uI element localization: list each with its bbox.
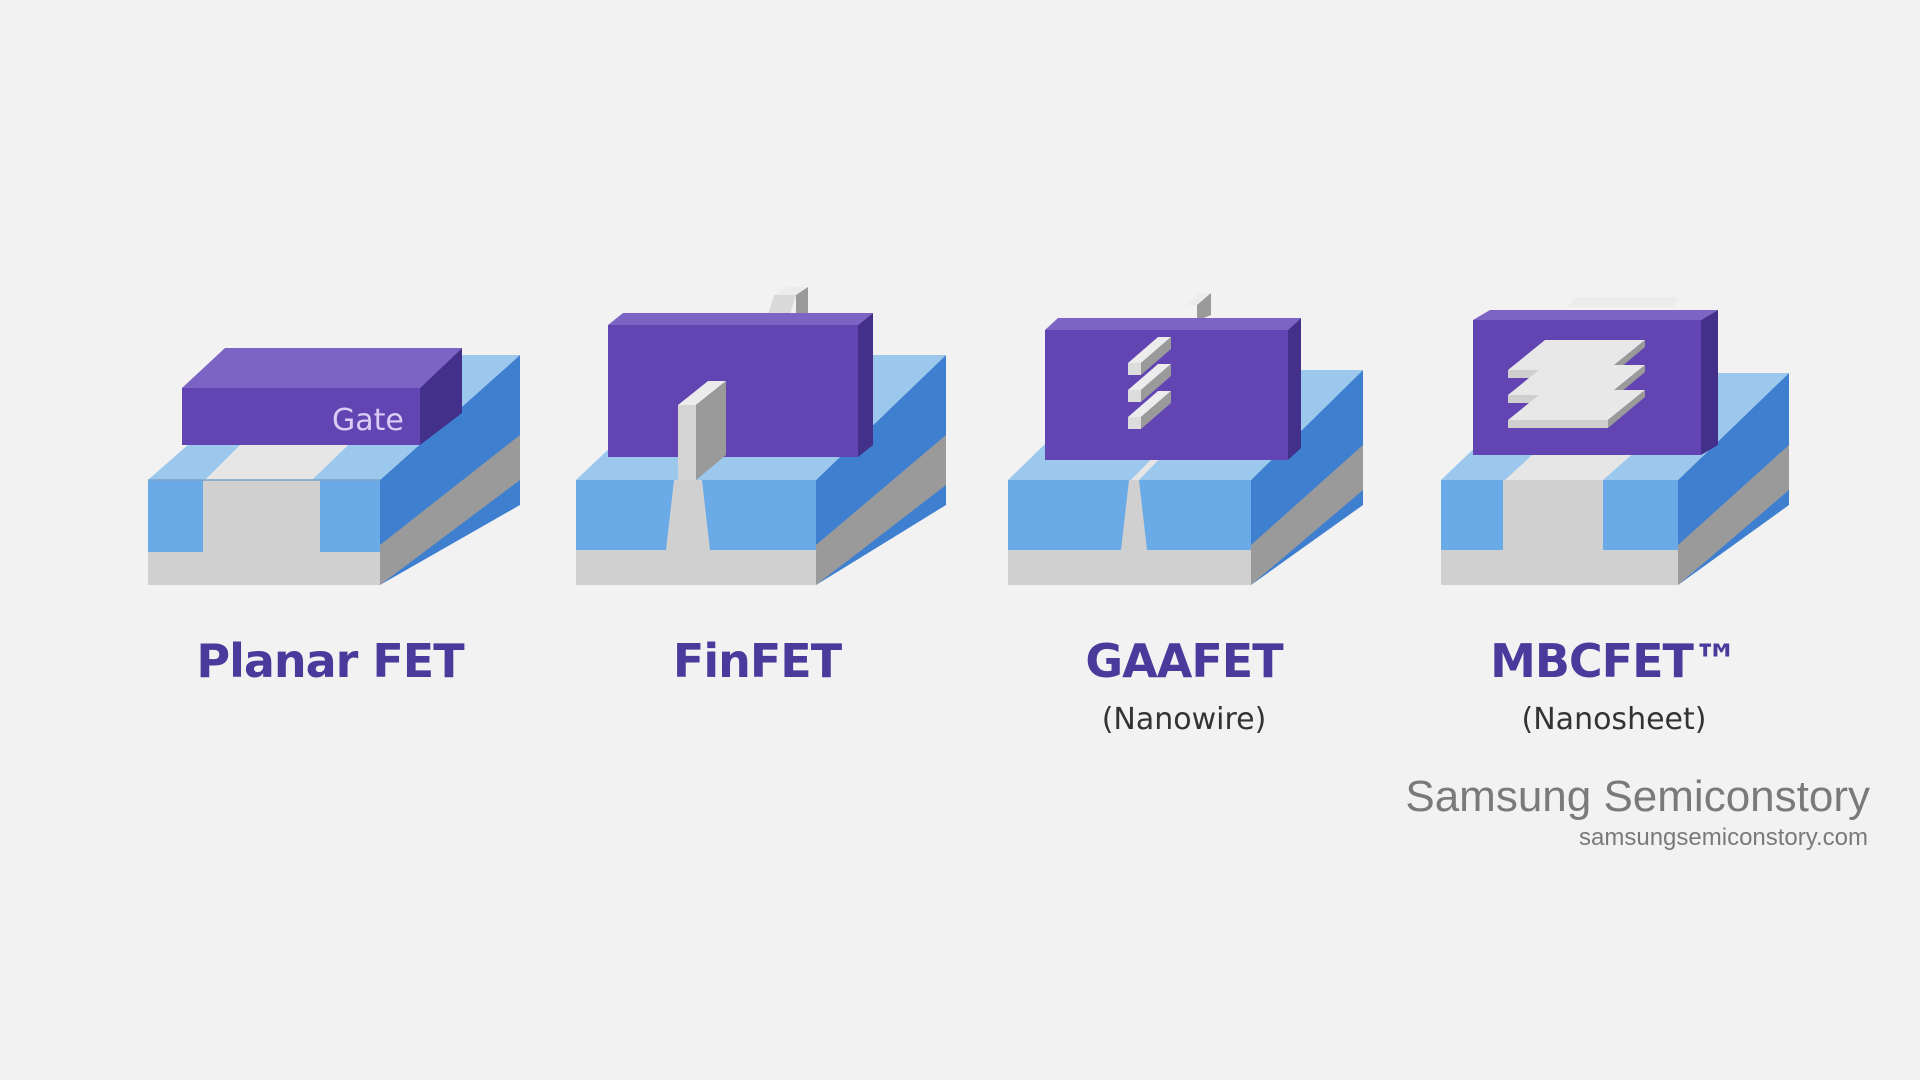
nanosheet-stack [1508, 340, 1645, 428]
finfet-diagram [568, 285, 968, 595]
mbcfet-label: MBCFET™ [1490, 634, 1739, 688]
mbcfet-sublabel: (Nanosheet) [1521, 702, 1707, 737]
watermark-title: Samsung Semiconstory [1405, 772, 1870, 821]
mbcfet-diagram [1433, 285, 1823, 595]
gate-label: Gate [332, 403, 404, 438]
finfet-label: FinFET [672, 634, 842, 688]
planar-fet-label: Planar FET [196, 634, 464, 688]
watermark-url: samsungsemiconstory.com [1579, 824, 1868, 851]
planar-fet-diagram: Gate [140, 340, 540, 600]
gaafet-label: GAAFET [1085, 634, 1283, 688]
gaafet-diagram [1003, 285, 1393, 595]
gaafet-sublabel: (Nanowire) [1101, 702, 1267, 737]
nanowire-stack [1128, 337, 1171, 429]
